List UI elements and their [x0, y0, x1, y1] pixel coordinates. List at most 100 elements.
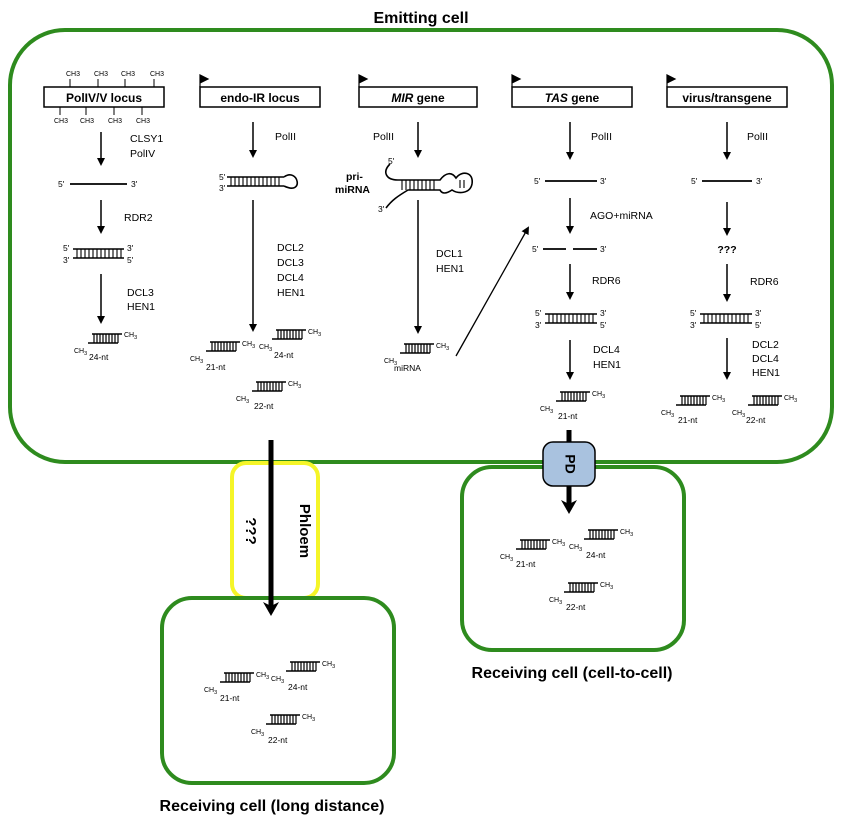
- srna-duplex: [747, 395, 783, 406]
- virus-step3: RDR6: [750, 276, 779, 288]
- endoir-step2-d: HEN1: [277, 287, 305, 299]
- end-5: 5': [58, 179, 65, 189]
- end-5: 5': [388, 156, 395, 166]
- ch3-label: CH3: [384, 358, 397, 367]
- tas-step3: RDR6: [592, 275, 621, 287]
- ch3-label: CH3: [54, 118, 68, 125]
- endoir-gene-box: [199, 86, 321, 108]
- ld-product-24: 24-nt: [288, 682, 308, 692]
- srna-duplex: [399, 343, 435, 354]
- poliv-column: PolIV/V locus CH3 CH3 CH3 CH3 CH3 CH3 CH…: [43, 71, 165, 362]
- emitting-cell-title: Emitting cell: [373, 10, 468, 27]
- ch3-label: CH3: [108, 118, 122, 125]
- ch3-label: CH3: [302, 714, 315, 723]
- ch3-label: CH3: [190, 356, 203, 365]
- ch3-label: CH3: [94, 71, 108, 78]
- end-3: 3': [535, 320, 542, 330]
- end-5: 5': [127, 255, 134, 265]
- tas-gene-box: [511, 86, 633, 108]
- ch3-label: CH3: [150, 71, 164, 78]
- end-3: 3': [690, 320, 697, 330]
- poliv-step3-a: DCL3: [127, 287, 154, 299]
- c2c-product-22: 22-nt: [566, 602, 586, 612]
- virus-step1: PolII: [747, 131, 768, 143]
- c2c-product-21: 21-nt: [516, 559, 536, 569]
- end-3: 3': [378, 204, 385, 214]
- tas-gene-italic: TAS: [545, 91, 568, 105]
- poliv-step2: RDR2: [124, 212, 153, 224]
- methylation-marks: [59, 79, 155, 115]
- pd-box: [542, 441, 596, 487]
- ch3-label: CH3: [236, 396, 249, 405]
- ch3-label: CH3: [124, 332, 137, 341]
- ch3-label: CH3: [256, 672, 269, 681]
- ch3-label: CH3: [251, 729, 264, 738]
- mir-step1: PolII: [373, 131, 394, 143]
- ch3-label: CH3: [204, 687, 217, 696]
- endoir-step2-c: DCL4: [277, 272, 304, 284]
- phloem-unknown: ???: [242, 517, 259, 545]
- emitting-cell: [8, 28, 834, 464]
- pri-mirna: 5' 3' pri- miRNA: [335, 156, 473, 214]
- ch3-label: CH3: [121, 71, 135, 78]
- ch3-label: CH3: [600, 582, 613, 591]
- tas-step1: PolII: [591, 131, 612, 143]
- virus-gene-box: [666, 86, 788, 108]
- pri-mirna-label-a: pri-: [346, 171, 363, 183]
- ch3-label: CH3: [620, 529, 633, 538]
- virus-gene-label: virus/transgene: [682, 91, 772, 105]
- hairpin-rna: 5' 3': [219, 172, 299, 193]
- end-3: 3': [219, 183, 226, 193]
- ch3-label: CH3: [74, 348, 87, 357]
- endoir-product-24: 24-nt: [274, 350, 294, 360]
- pd-label: PD: [562, 454, 578, 473]
- tas-step4-a: DCL4: [593, 344, 620, 356]
- ch3-label: CH3: [66, 71, 80, 78]
- poliv-gene-box: [43, 86, 165, 108]
- ch3-label: CH3: [661, 410, 674, 419]
- ch3-label: CH3: [569, 544, 582, 553]
- end-3: 3': [756, 176, 763, 186]
- mir-step2-a: DCL1: [436, 248, 463, 260]
- endoir-product-22: 22-nt: [254, 401, 274, 411]
- ch3-label: CH3: [436, 343, 449, 352]
- ch3-label: CH3: [712, 395, 725, 404]
- srna-duplex: [205, 341, 241, 352]
- end-5: 5': [690, 308, 697, 318]
- virus-step2: ???: [717, 244, 736, 256]
- ch3-label: CH3: [80, 118, 94, 125]
- srna-duplex: [251, 381, 287, 392]
- endoir-step2-b: DCL3: [277, 257, 304, 269]
- ch3-label: CH3: [136, 118, 150, 125]
- end-3: 3': [127, 243, 134, 253]
- end-3: 3': [131, 179, 138, 189]
- tas-product: 21-nt: [558, 411, 578, 421]
- srna-duplex: [583, 529, 619, 540]
- virus-step4-c: HEN1: [752, 367, 780, 379]
- cell-to-cell-products: CH3 CH3 21-nt CH3 CH3 24-nt CH3 CH3 22-n…: [500, 529, 633, 612]
- srna-duplex: [87, 333, 123, 344]
- methyl-labels-top: CH3 CH3 CH3 CH3 CH3 CH3 CH3 CH3: [54, 71, 164, 125]
- mirna-to-tas-arrow: [455, 226, 529, 357]
- end-3: 3': [600, 308, 607, 318]
- srna-duplex: [555, 391, 591, 402]
- receiving-cell-cell-to-cell: [460, 465, 686, 652]
- mir-step2-b: HEN1: [436, 263, 464, 275]
- ch3-label: CH3: [549, 597, 562, 606]
- ch3-label: CH3: [540, 406, 553, 415]
- poliv-step1-a: CLSY1: [130, 133, 163, 145]
- ld-product-21: 21-nt: [220, 693, 240, 703]
- ch3-label: CH3: [288, 381, 301, 390]
- long-distance-products: CH3 CH3 21-nt CH3 CH3 24-nt CH3 CH3 22-n…: [204, 661, 335, 745]
- ld-product-22: 22-nt: [268, 735, 288, 745]
- end-5: 5': [755, 320, 762, 330]
- tas-gene-rest: gene: [568, 91, 600, 105]
- end-3: 3': [755, 308, 762, 318]
- virus-product-21: 21-nt: [678, 415, 698, 425]
- ch3-label: CH3: [732, 410, 745, 419]
- endoir-step2-a: DCL2: [277, 242, 304, 254]
- endoir-product-21: 21-nt: [206, 362, 226, 372]
- dsrna: 5' 3' 3' 5': [690, 308, 762, 330]
- endoir-gene-label: endo-IR locus: [220, 91, 300, 105]
